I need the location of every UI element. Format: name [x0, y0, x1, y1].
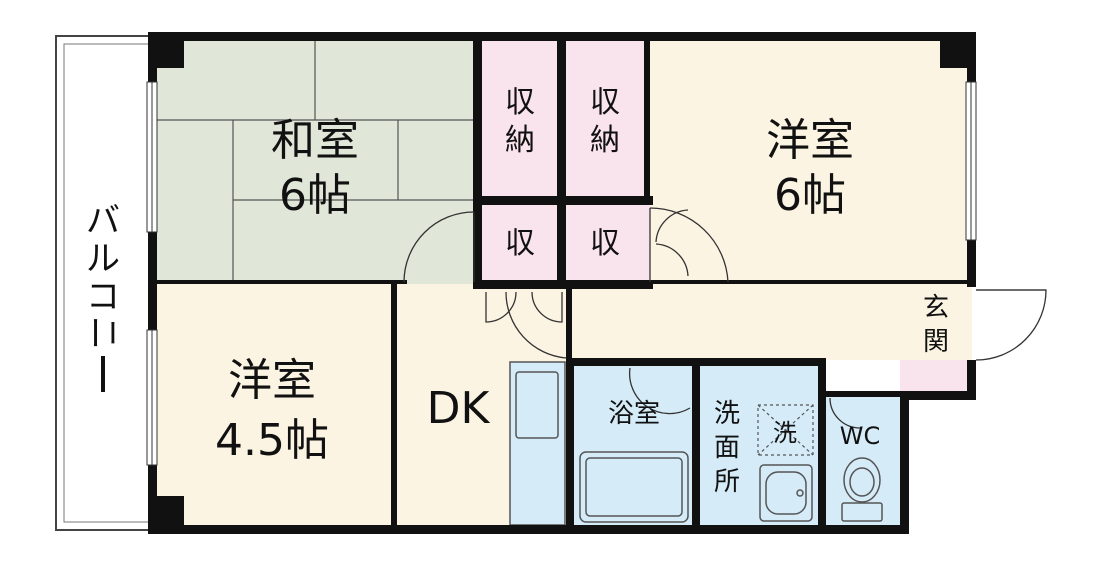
- closet-a-label-2: 納: [505, 123, 535, 158]
- storage-labels: 収 納 収 納 収 収: [505, 85, 620, 261]
- closet-b-label-2: 納: [590, 123, 620, 158]
- small-storage-a-floor: [477, 200, 562, 284]
- bath-floor: [570, 362, 698, 530]
- balcony-char-1: バ: [86, 201, 120, 241]
- yoshitsu-sw-size: 4.5帖: [215, 415, 329, 466]
- washroom-label-2: 面: [714, 433, 740, 463]
- kitchen-sink: [515, 371, 559, 439]
- balcony-char-3: コ: [86, 277, 120, 317]
- tatami-lines: [152, 36, 477, 284]
- washitsu-name: 和室: [271, 115, 359, 166]
- balcony: [55, 35, 153, 531]
- toilet: [841, 457, 883, 522]
- washer-label: 洗: [773, 419, 797, 447]
- washitsu-size: 6帖: [279, 170, 351, 221]
- kitchen-counter: [509, 361, 566, 526]
- entrance-step: [900, 360, 972, 396]
- bath-label: 浴室: [608, 399, 660, 429]
- room-labels: 和室 6帖 洋室 6帖 洋室 4.5帖 DK 浴室 洗 面 所 洗 WC 玄 関: [215, 115, 949, 497]
- washbasin: [759, 464, 813, 522]
- yoshitsu-sw-floor: [152, 284, 395, 530]
- yoshitsu-sw-name: 洋室: [228, 355, 316, 406]
- closet-b-floor: [562, 36, 650, 200]
- yoshitsu-ne-name: 洋室: [766, 115, 854, 166]
- wc-floor: [823, 396, 900, 530]
- entrance-label-2: 関: [923, 327, 949, 357]
- small-storage-b-floor: [562, 200, 650, 284]
- balcony-char-4: ニ: [83, 316, 123, 350]
- washroom-label-1: 洗: [714, 399, 740, 429]
- balcony-label: バ ル コ ニ ー: [83, 201, 123, 401]
- washroom-label-3: 所: [714, 467, 740, 497]
- yoshitsu-ne-size: 6帖: [774, 170, 846, 221]
- bathtub: [579, 451, 689, 523]
- doors: [403, 207, 1047, 429]
- balcony-char-5: ー: [103, 399, 104, 401]
- closet-a-label-1: 収: [505, 85, 535, 120]
- balcony-long-bar: [101, 356, 105, 392]
- hall-floor: [570, 284, 900, 360]
- wc-label: WC: [840, 422, 881, 450]
- closet-b-label-1: 収: [590, 85, 620, 120]
- entrance-label-1: 玄: [923, 293, 949, 323]
- small-storage-b-label: 収: [590, 226, 620, 261]
- yoshitsu-ne-floor: [650, 36, 972, 284]
- small-storage-a-label: 収: [505, 226, 535, 261]
- washer-space: [757, 404, 814, 456]
- windows: [146, 81, 977, 466]
- balcony-char-2: ル: [86, 239, 120, 279]
- closet-a-floor: [477, 36, 562, 200]
- dk-label: DK: [427, 383, 491, 434]
